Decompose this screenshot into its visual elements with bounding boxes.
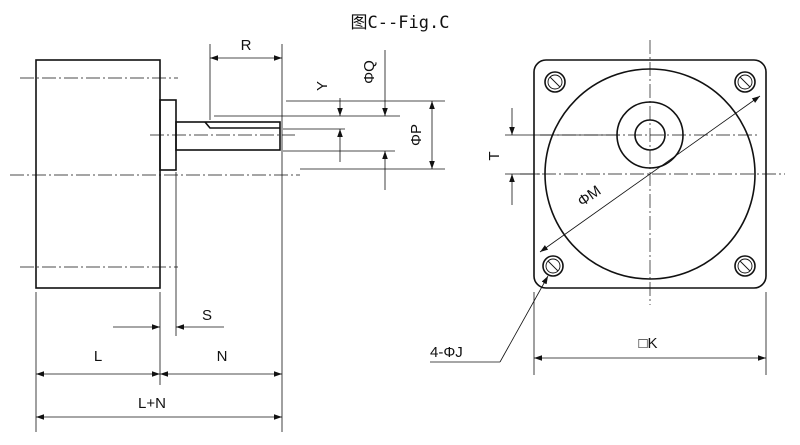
mounting-hole-bottom-right [734,255,756,277]
label-r: R [241,37,252,54]
figure-title: 图C--Fig.C [351,13,450,33]
label-phi-m: ΦM [575,182,605,210]
mounting-hole-top-left [544,71,566,93]
dim-phi-m-line [539,95,761,253]
motor-shaft [175,121,281,151]
label-l-plus-n: L+N [138,395,166,412]
shaft-key [204,121,280,129]
mounting-hole-bottom-left [542,255,564,277]
label-n: N [217,348,228,365]
side-view: R Y ΦQ ΦP S L N L+N [10,37,445,432]
label-y: Y [314,81,331,91]
label-phi-p: ΦP [408,124,425,146]
leader-4-phi-j [499,275,549,363]
label-4-phi-j: 4-ΦJ [430,344,463,361]
label-t: T [486,151,503,160]
label-k: □K [638,335,657,352]
front-view: T ΦM 4-ΦJ □K [430,40,785,375]
label-phi-q: ΦQ [361,60,378,84]
mounting-hole-top-right [734,71,756,93]
motor-body [35,59,161,289]
label-l: L [94,348,102,365]
label-s: S [202,307,212,324]
